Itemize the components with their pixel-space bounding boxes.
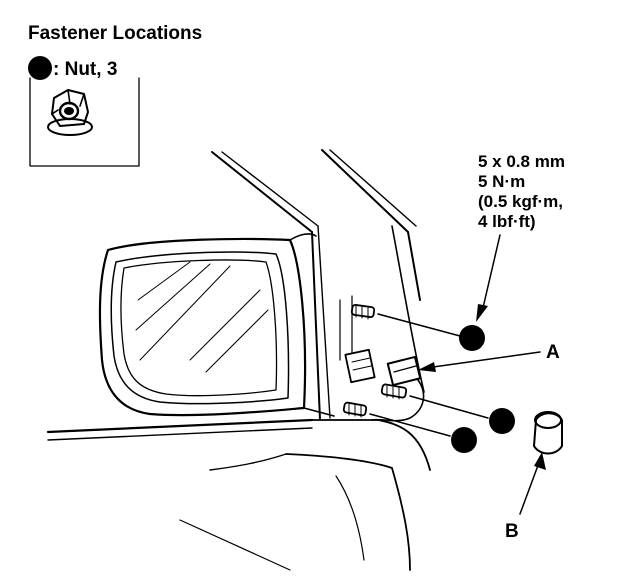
spec-thread-size: 5 x 0.8 mm (478, 152, 565, 171)
callout-b: B (505, 452, 546, 542)
mirror-studs (342, 304, 408, 418)
flange-nut-icon (47, 89, 93, 136)
nut-upper (377, 313, 485, 351)
nut-legend-marker-icon (28, 56, 52, 80)
stud-lower (342, 401, 368, 418)
callout-b-label: B (505, 521, 519, 542)
nut-upper-icon (459, 325, 485, 351)
stud-upper (350, 304, 376, 320)
stud-middle (380, 383, 408, 400)
harness-connector (344, 348, 376, 384)
spec-leader (476, 234, 501, 322)
nut-lower-icon (451, 427, 477, 453)
spec-torque-lbfft: 4 lbf·ft) (478, 212, 536, 231)
nut-legend-label: : Nut, 3 (53, 59, 117, 80)
door-panel (46, 418, 431, 571)
nut-middle-icon (489, 408, 515, 434)
nut-inset (29, 77, 140, 167)
callout-a-label: A (546, 342, 560, 363)
mirror-assembly (98, 233, 335, 417)
callout-a: A (418, 342, 560, 372)
diagram-title: Fastener Locations (28, 23, 202, 44)
cap-b (533, 411, 563, 455)
spec-torque-kgfm: (0.5 kgf·m, (478, 192, 563, 211)
connector-a (371, 355, 425, 422)
nut-lower (369, 413, 477, 453)
nut-middle (409, 395, 515, 434)
torque-spec: 5 x 0.8 mm 5 N·m (0.5 kgf·m, 4 lbf·ft) (478, 152, 565, 231)
spec-torque-nm: 5 N·m (478, 172, 525, 191)
